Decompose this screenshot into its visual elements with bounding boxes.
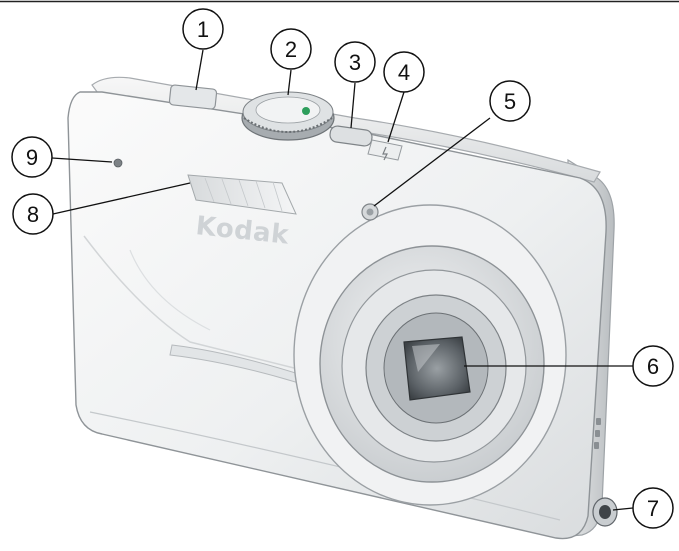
camera-top-plate [91,76,601,183]
self-timer-light-core [366,208,374,216]
callout-number: 6 [647,354,659,379]
callout-8: 8 [12,193,54,235]
bottom-edge-line [89,411,561,521]
callout-number: 1 [197,17,209,42]
callout-number: 9 [26,145,38,170]
callout-number: 7 [647,496,659,521]
front-contour-line [83,235,311,373]
side-port-marks [594,418,601,449]
flash-bolt-icon [382,146,388,161]
callout-1: 1 [182,8,224,50]
power-button[interactable] [329,125,373,147]
callout-number: 8 [27,202,39,227]
callout-6: 6 [632,345,674,387]
callout-3: 3 [334,41,376,83]
mode-dial-green-mark [302,107,310,115]
callout-9: 9 [11,136,53,178]
top-controls [168,84,403,161]
lens-glass-highlight [412,344,440,372]
callout-4: 4 [383,51,425,93]
microphone-hole [113,158,123,168]
callout-2: 2 [270,28,312,70]
callout-7: 7 [632,487,674,529]
lens-assembly [293,204,567,506]
flash-button[interactable] [367,139,403,161]
callout-number: 2 [285,37,297,62]
callout-number: 4 [398,60,410,85]
shutter-button[interactable] [168,84,218,110]
callout-5: 5 [489,80,531,122]
flash-unit [187,174,297,215]
callout-leaders [51,49,634,511]
flash-unit-ridges [204,177,283,212]
strap-post [592,497,618,527]
front-contour-line [129,249,211,331]
callout-number: 3 [349,50,361,75]
mode-dial[interactable] [241,91,335,141]
callout-number: 5 [504,89,516,114]
